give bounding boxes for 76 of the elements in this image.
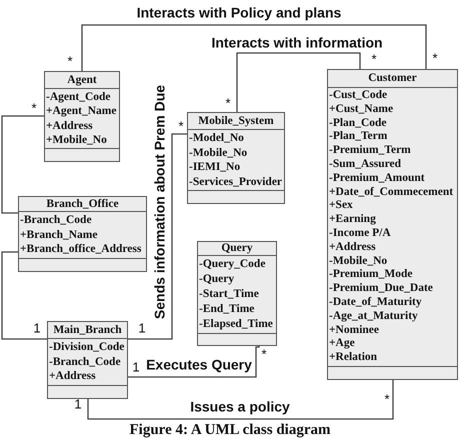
attribute-text: -Cust_Code: [329, 89, 388, 103]
multiplicity-label: 1: [138, 322, 146, 334]
attribute-text: -Plan_Term: [329, 130, 388, 144]
association-line: [128, 133, 187, 340]
class-box: [18, 196, 147, 272]
attribute-text: +Date_of_Commecement: [329, 186, 454, 200]
attribute-text: -Age_at_Maturity: [329, 310, 418, 324]
attribute-text: +Earning: [329, 213, 376, 227]
multiplicity-label: *: [384, 392, 390, 406]
edge-label: Interacts with Policy and plans: [136, 6, 342, 20]
class-name: Mobile_System: [198, 114, 274, 129]
attribute-text: +Nominee: [329, 324, 379, 338]
class-name: Main_Branch: [53, 323, 122, 338]
class-box: [47, 321, 128, 398]
attribute-text: -Premium_Amount: [329, 172, 425, 186]
multiplicity-label: 1: [132, 360, 140, 374]
association-line: [128, 346, 260, 378]
attribute-text: -Premium_Due_Date: [329, 282, 433, 296]
association-line: [81, 24, 427, 71]
attribute-text: -Model_No: [189, 131, 244, 146]
multiplicity-label: *: [67, 54, 73, 68]
association-line: [87, 380, 394, 420]
attribute-text: +Agent_Name: [46, 104, 116, 119]
multiplicity-label: *: [31, 102, 37, 114]
attribute-text: -IEMI_No: [189, 160, 240, 174]
class-name: Query: [221, 242, 253, 255]
multiplicity-label: *: [371, 52, 377, 66]
association-line: [236, 52, 361, 112]
edge-label: Interacts with information: [211, 36, 383, 50]
attribute-text: +Branch_office_Address: [20, 242, 142, 256]
attribute-text: -Query_Code: [199, 257, 266, 272]
attribute-text: -Services_Provider: [189, 174, 282, 189]
edge-label: Executes Query: [146, 358, 252, 372]
class-name: Branch_Office: [46, 197, 119, 211]
multiplicity-label: *: [225, 96, 231, 110]
class-box: [197, 241, 277, 346]
attribute-text: -Plan_Code: [329, 116, 386, 130]
class-name: Agent: [67, 73, 97, 88]
association-line: [1, 115, 44, 214]
multiplicity-label: *: [261, 348, 267, 360]
attribute-text: +Address: [49, 369, 96, 384]
attribute-text: +Address: [329, 240, 376, 255]
multiplicity-label: 1: [33, 322, 41, 334]
attribute-text: -Branch_Code: [49, 354, 121, 369]
attribute-text: -Income P/A: [329, 226, 391, 241]
class-box: [327, 69, 458, 380]
attribute-text: +Cust_Name: [329, 102, 394, 117]
attribute-text: -Division_Code: [49, 340, 124, 354]
attribute-text: -End_Time: [199, 302, 254, 317]
class-box: [187, 112, 285, 204]
attribute-text: -Start_Time: [199, 287, 259, 302]
attribute-text: -Query: [199, 272, 234, 287]
attribute-text: +Branch_Name: [20, 228, 98, 242]
attribute-text: -Elapsed_Time: [199, 317, 273, 332]
edge-label: Issues a policy: [190, 400, 290, 414]
multiplicity-label: *: [432, 52, 438, 64]
class-box: [44, 71, 120, 162]
attribute-text: +Address: [46, 118, 93, 133]
attribute-text: -Mobile_No: [329, 254, 388, 268]
attribute-text: -Mobile_No: [189, 146, 248, 160]
association-line: [1, 251, 47, 340]
attribute-text: +Relation: [329, 351, 378, 365]
attribute-text: -Branch_Code: [20, 213, 92, 228]
attribute-text: -Date_of_Maturity: [329, 296, 422, 310]
attribute-text: +Mobile_No: [46, 132, 107, 148]
caption: Figure 4: A UML class diagram: [130, 422, 330, 438]
attribute-text: -Agent_Code: [46, 90, 111, 104]
attribute-text: -Premium_Mode: [329, 268, 412, 282]
edge-label: Sends information about Prem Due: [152, 84, 168, 320]
attribute-text: +Age: [329, 337, 355, 352]
attribute-text: +Sex: [329, 199, 353, 214]
multiplicity-label: 1: [74, 398, 82, 410]
multiplicity-label: *: [178, 120, 184, 132]
attribute-text: -Sum_Assured: [329, 158, 401, 172]
class-name: Customer: [368, 71, 417, 86]
attribute-text: -Premium_Term: [329, 144, 411, 158]
